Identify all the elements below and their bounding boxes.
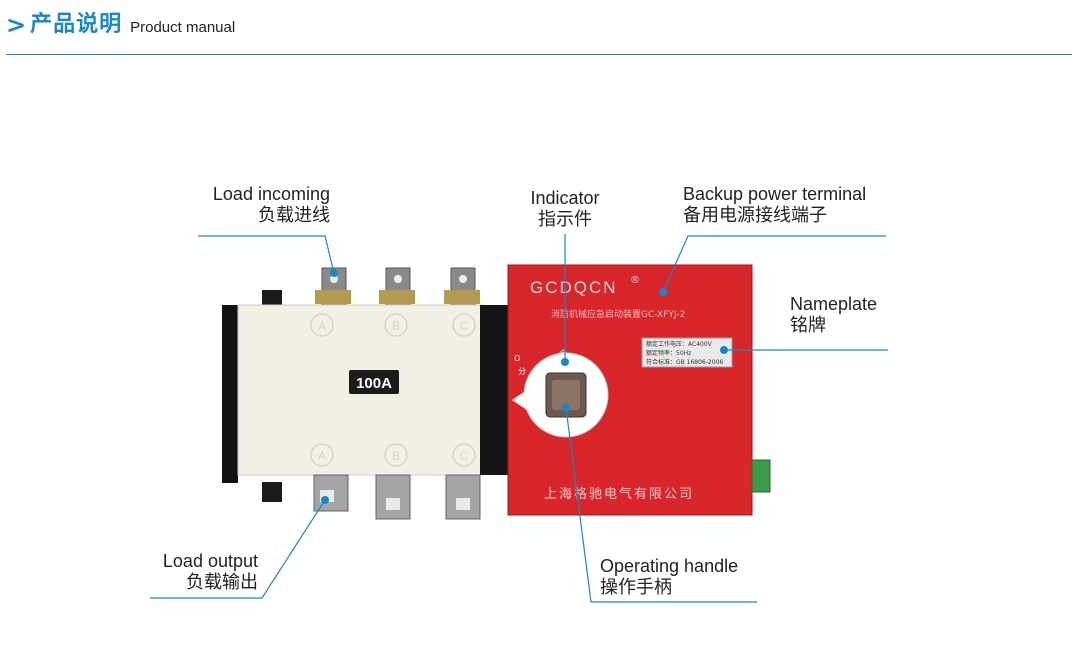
- handle-mark-on: 合: [559, 348, 567, 358]
- label-load-output-cn: 负载输出: [186, 572, 258, 593]
- label-indicator: Indicator 指示件: [505, 187, 625, 231]
- page-title-en: Product manual: [130, 19, 236, 36]
- rating-label: 100A: [356, 375, 392, 392]
- nameplate-line: 符合标准：GB 16806-2006: [646, 358, 723, 366]
- label-operating-handle-cn: 操作手柄: [600, 577, 672, 598]
- label-backup-terminal-en: Backup power terminal: [683, 184, 867, 204]
- brand-mark: ®: [630, 275, 640, 286]
- top-clip: [262, 290, 282, 308]
- top-terminals: [315, 267, 480, 309]
- label-load-incoming: Load incoming 负载进线: [190, 183, 330, 227]
- handle-mark-zero: O: [514, 354, 520, 363]
- label-indicator-en: Indicator: [530, 188, 600, 208]
- phase-letter: B: [392, 449, 400, 463]
- label-backup-terminal: Backup power terminal 备用电源接线端子: [683, 183, 903, 227]
- label-nameplate-en: Nameplate: [790, 294, 878, 314]
- leader-lines: [150, 234, 888, 603]
- label-operating-handle: Operating handle 操作手柄: [600, 555, 770, 599]
- bottom-terminals: [313, 474, 481, 520]
- nameplate-line: 额定频率：50Hz: [646, 349, 691, 357]
- label-nameplate: Nameplate 铭牌: [790, 293, 910, 337]
- label-indicator-cn: 指示件: [538, 209, 592, 230]
- body-separator: [480, 305, 508, 475]
- label-operating-handle-en: Operating handle: [600, 556, 739, 576]
- page-title-cn: 产品说明: [30, 12, 123, 37]
- bottom-clip: [262, 482, 282, 502]
- leader-dots: [321, 269, 728, 504]
- label-load-output: Load output 负载输出: [138, 550, 258, 594]
- model-line: 消防机械应急启动装置GC-XFYJ-2: [551, 308, 685, 320]
- page-header: > 产品说明 Product manual: [6, 6, 235, 40]
- brand-label: GCDQCN: [530, 278, 618, 297]
- rating-plate: [349, 370, 399, 394]
- left-bracket: [222, 305, 238, 483]
- label-nameplate-cn: 铭牌: [790, 315, 826, 336]
- handle-mark-off: 分: [518, 367, 526, 376]
- dial-pointer: [512, 388, 530, 412]
- nameplate-plate: [641, 337, 733, 368]
- label-load-incoming-en: Load incoming: [212, 184, 330, 204]
- label-load-incoming-cn: 负载进线: [258, 205, 330, 226]
- nameplate-line: 额定工作电压：AC400V: [646, 340, 713, 348]
- phase-letter: A: [318, 449, 326, 463]
- phase-letter: A: [318, 319, 326, 333]
- phase-letter: B: [392, 319, 400, 333]
- chevron-right-icon: >: [6, 11, 27, 39]
- header-divider: [6, 54, 1072, 55]
- backup-terminal-block: [751, 459, 771, 493]
- phase-letter: C: [460, 319, 469, 333]
- label-load-output-en: Load output: [162, 551, 258, 571]
- phase-letter: C: [460, 449, 469, 463]
- label-backup-terminal-cn: 备用电源接线端子: [683, 205, 827, 226]
- company-name: 上海格驰电气有限公司: [544, 486, 694, 502]
